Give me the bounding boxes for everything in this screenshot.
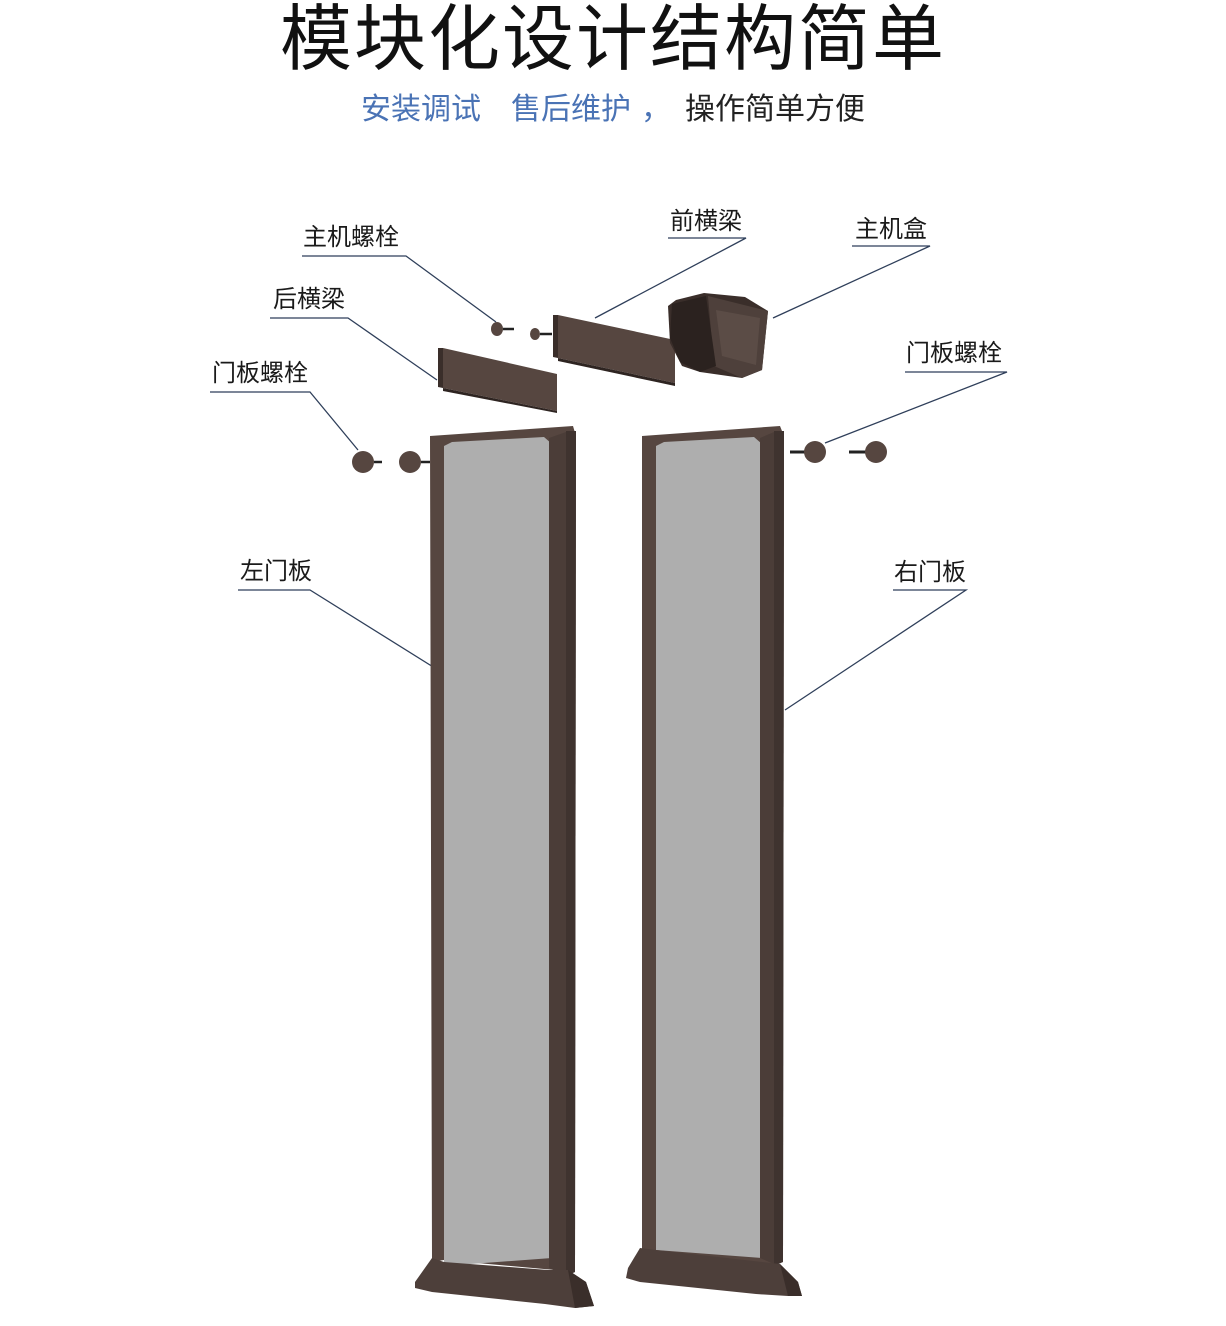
leader-lines [210, 237, 1008, 711]
leader-left-panel [238, 589, 471, 691]
subtitle-maintenance: 售后维护 [511, 92, 631, 127]
label-left-panel: 左门板 [240, 557, 312, 585]
door-bolt-left-part [352, 451, 430, 473]
left-door-panel-part [415, 426, 594, 1308]
leader-door-bolt-right [824, 371, 1008, 444]
front-beam-part [553, 315, 675, 386]
subtitle-comma: ， [641, 92, 671, 127]
rear-beam-part [438, 348, 557, 413]
label-door-bolt-right: 门板螺栓 [906, 339, 1002, 367]
page-title: 模块化设计结构简单 [279, 0, 946, 81]
label-door-bolt-left: 门板螺栓 [212, 359, 308, 387]
host-box-part [668, 293, 768, 378]
subtitle-install: 安装调试 [361, 92, 481, 127]
leader-rear-beam [270, 317, 438, 381]
leader-front-beam [594, 237, 747, 319]
door-bolt-right-part [790, 441, 887, 463]
leader-right-panel [784, 589, 969, 711]
label-host-box: 主机盒 [855, 215, 927, 243]
label-right-panel: 右门板 [894, 558, 966, 586]
leader-host-bolt [302, 255, 497, 323]
label-rear-beam: 后横梁 [273, 285, 345, 313]
subtitle: 安装调试售后维护 ， 操作简单方便 [0, 88, 1226, 132]
subtitle-easy-operation: 操作简单方便 [685, 92, 865, 127]
leader-host-box [772, 245, 931, 319]
label-front-beam: 前横梁 [670, 207, 742, 235]
right-door-panel-part [626, 426, 802, 1296]
host-bolt-part [491, 322, 552, 340]
label-host-bolt: 主机螺栓 [303, 223, 399, 251]
leader-door-bolt-left [210, 391, 359, 451]
